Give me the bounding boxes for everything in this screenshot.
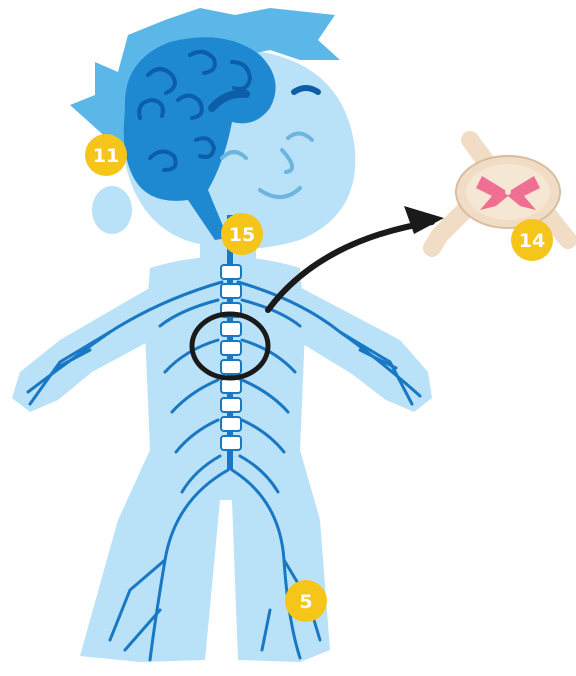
badge-spinal-cord-section: 14: [511, 219, 553, 261]
badge-brain-label: 11: [93, 145, 119, 167]
badge-nerves-label: 5: [299, 591, 312, 613]
badge-brain: 11: [85, 134, 127, 176]
badge-spinal-cord: 15: [221, 213, 263, 255]
badge-spinal-cord-label: 15: [229, 224, 255, 246]
badge-nerves: 5: [285, 580, 327, 622]
badge-spinal-cord-section-label: 14: [519, 230, 545, 252]
